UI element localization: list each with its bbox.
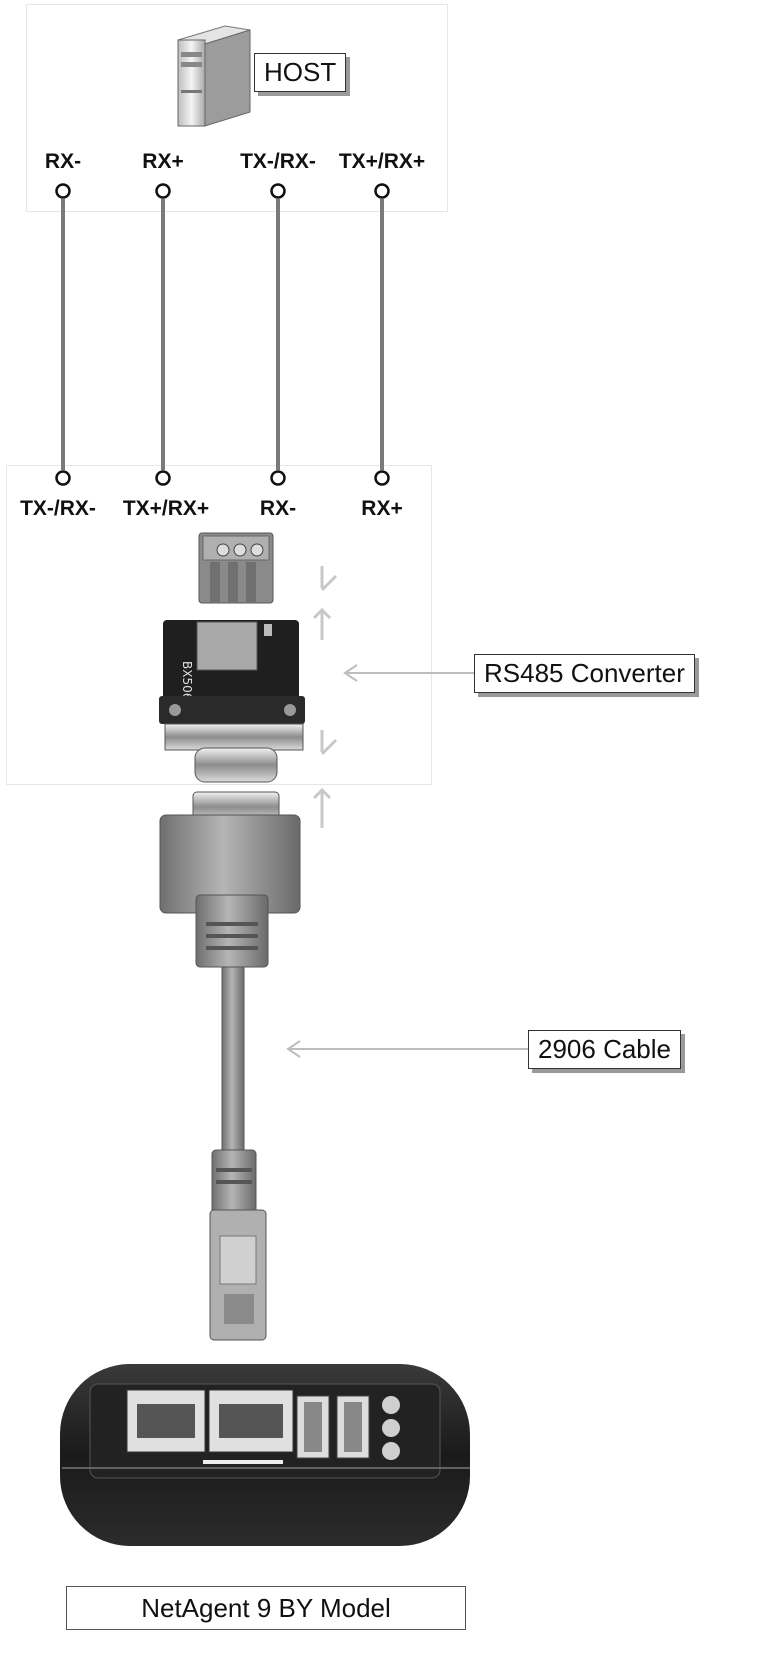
conv-pin-label-4: RX+ xyxy=(361,497,402,521)
db9-to-rj45-cable-icon xyxy=(160,792,300,1340)
device-model-label: NetAgent 9 BY Model xyxy=(66,1586,466,1630)
cable-label-text: 2906 Cable xyxy=(538,1034,671,1064)
host-pin-label-3: TX-/RX- xyxy=(240,150,316,174)
host-label-text: HOST xyxy=(264,57,336,87)
host-terminal-1 xyxy=(57,185,70,198)
server-tower-icon xyxy=(178,26,250,126)
host-terminal-2 xyxy=(157,185,170,198)
db9-rs485-converter-icon: BX506 xyxy=(159,533,336,828)
host-pin-label-1: RX- xyxy=(45,150,81,174)
cable-label: 2906 Cable xyxy=(528,1030,681,1069)
conv-terminal-3 xyxy=(272,472,285,485)
conv-terminal-2 xyxy=(157,472,170,485)
conv-terminal-4 xyxy=(376,472,389,485)
chip-text: BX506 xyxy=(180,661,194,700)
conv-terminal-1 xyxy=(57,472,70,485)
netagent-device-icon xyxy=(60,1364,470,1546)
host-terminal-4 xyxy=(376,185,389,198)
wires xyxy=(63,199,382,470)
host-pin-label-4: TX+/RX+ xyxy=(339,150,425,174)
rs485-converter-label: RS485 Converter xyxy=(474,654,695,693)
converter-callout-arrow xyxy=(345,665,474,681)
cable-callout-arrow xyxy=(288,1041,528,1057)
host-pin-label-2: RX+ xyxy=(142,150,183,174)
host-label: HOST xyxy=(254,53,346,92)
conv-pin-label-3: RX- xyxy=(260,497,296,521)
terminals xyxy=(57,185,389,485)
conv-pin-label-1: TX-/RX- xyxy=(20,497,96,521)
host-terminal-3 xyxy=(272,185,285,198)
device-model-label-text: NetAgent 9 BY Model xyxy=(141,1593,391,1623)
rs485-converter-label-text: RS485 Converter xyxy=(484,658,685,688)
conv-pin-label-2: TX+/RX+ xyxy=(123,497,209,521)
